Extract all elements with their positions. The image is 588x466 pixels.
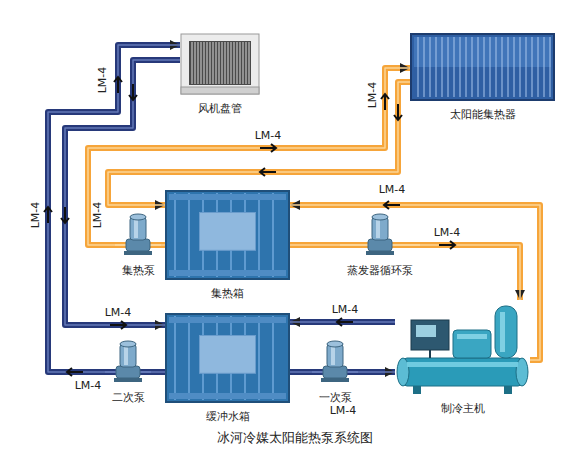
pipe-group [290,245,340,246]
pump-icon [340,213,420,257]
solar-collector-icon [410,33,555,101]
pipe-group [420,245,520,300]
pipe-highlight [65,60,180,325]
pipe-highlight [108,82,410,205]
pipe-highlight [48,45,180,372]
equipment-label: 蒸发器循环泵 [347,264,413,278]
pipe-highlight [151,371,165,373]
pipe-group [290,205,540,360]
fan-coil-unit-icon [180,33,260,95]
pipe-spec-label: LM-4 [75,380,102,392]
pipe-spec-label: LM-4 [367,82,379,109]
pump: 二次泵 [105,340,151,405]
water-tank: 集热箱 [165,190,290,301]
pump-icon [115,213,161,257]
pipe-highlight [420,245,520,300]
pipe-spec-label: LM-4 [105,307,132,319]
equipment-label: 制冷主机 [441,402,485,416]
pipe [358,369,395,375]
flow-arrow [381,94,389,110]
flow-arrow [384,201,400,209]
flow-arrow [61,207,69,223]
equipment-label: 集热箱 [211,287,244,301]
pipe-spec-label: LM-4 [330,405,357,417]
water-tank: 缓冲水箱 [165,313,290,424]
pipe-group [48,45,180,372]
pipe-group [108,82,410,205]
flow-arrow [67,368,83,376]
equipment-label: 缓冲水箱 [206,410,250,424]
pipe-highlight [358,371,395,373]
pipe [108,82,410,205]
pipe [290,319,395,325]
pipe [48,45,180,372]
flow-arrow [44,207,52,223]
pipe [290,242,340,248]
caption: 冰河冷媒太阳能热泵系统图 [217,429,373,447]
pipe-highlight [161,244,165,246]
flow-arrow [337,318,353,326]
pump: 蒸发器循环泵 [340,213,420,278]
flow-arrow [394,104,402,120]
pipe [161,242,165,248]
pump: 集热泵 [115,213,161,278]
solar-collector: 太阳能集热器 [410,33,555,122]
pipe-spec-label: LM-4 [434,227,461,239]
water-tank-icon [165,190,290,280]
pump-icon [105,340,151,384]
pipe [290,205,540,360]
pipe-group [358,372,395,373]
water-tank-icon [165,313,290,403]
pipe-group [161,245,165,246]
pipe-highlight [290,371,312,373]
pump: 一次泵 [312,340,358,405]
pipe-group [151,372,165,373]
pipe [65,60,180,325]
flow-arrow [260,168,276,176]
pipe [151,369,165,375]
flow-arrow [439,241,455,249]
fan-coil-unit: 风机盘管 [180,33,260,116]
pipe-spec-label: LM-4 [92,202,104,229]
pipe-spec-label: LM-4 [30,202,42,229]
flow-arrow [114,77,122,93]
flow-arrow [260,144,276,152]
pipe-spec-label: LM-4 [332,304,359,316]
pipe-spec-label: LM-4 [255,130,282,142]
pipe-highlight [290,244,340,246]
pipe [290,369,312,375]
chiller-unit: 制冷主机 [395,300,530,416]
equipment-label: 风机盘管 [198,102,242,116]
pipe-highlight [290,205,540,360]
equipment-label: 集热泵 [122,264,155,278]
flow-arrow [129,84,137,100]
equipment-label: 一次泵 [319,391,352,405]
pipe-group [65,60,180,325]
pipe-spec-label: LM-4 [379,184,406,196]
pipe-group [290,372,312,373]
chiller-unit-icon [395,300,530,395]
equipment-label: 太阳能集热器 [450,108,516,122]
flow-arrow [110,321,126,329]
equipment-label: 二次泵 [112,391,145,405]
pipe-spec-label: LM-4 [97,67,109,94]
pump-icon [312,340,358,384]
pipe [420,245,520,300]
